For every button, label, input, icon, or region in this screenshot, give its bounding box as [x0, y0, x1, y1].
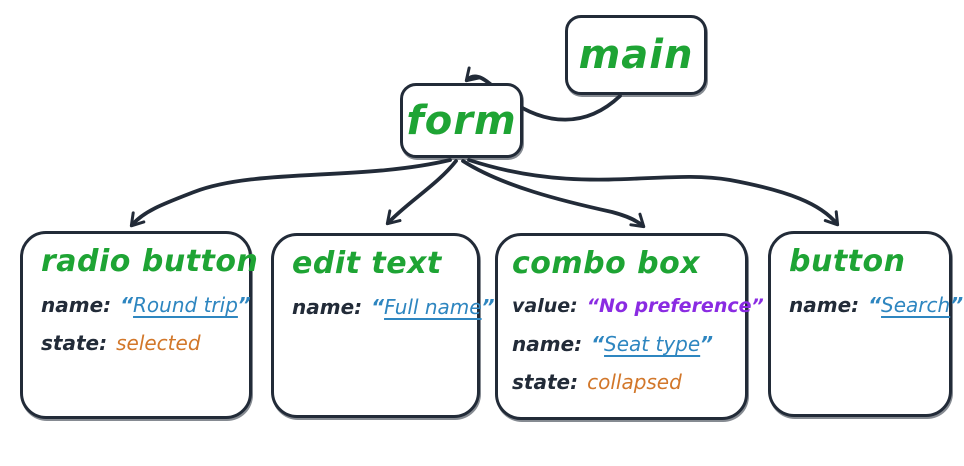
edge-form-to-edit-text	[385, 159, 458, 226]
node-button: button name: “Search”	[768, 231, 963, 417]
node-combo-box: combo box value: “No preference” name: “…	[495, 233, 764, 420]
field-name: name: “Seat type”	[512, 331, 731, 357]
field-name: name: “Full name”	[292, 294, 494, 320]
quote-mark: “	[371, 295, 385, 319]
quote-mark: ”	[751, 295, 764, 317]
field-value-text: collapsed	[587, 369, 682, 394]
field-state: state: selected	[41, 330, 235, 356]
node-title: radio button	[41, 244, 259, 279]
field-key: state:	[512, 369, 579, 394]
node-title: button	[789, 244, 906, 279]
field-value-text: “Round trip”	[120, 293, 251, 317]
edge-form-to-button	[467, 158, 840, 227]
field-name: name: “Search”	[789, 292, 963, 318]
field-value-text: “Search”	[868, 293, 964, 317]
quote-mark: “	[120, 293, 134, 317]
quote-mark: “	[868, 293, 882, 317]
field-value: value: “No preference”	[512, 294, 764, 319]
node-radio-button: radio button name: “Round trip” state: s…	[20, 231, 259, 419]
edge-form-to-combo-box	[461, 159, 646, 229]
quote-mark: “	[591, 331, 605, 356]
node-title: edit text	[292, 246, 442, 281]
field-key: name:	[512, 331, 583, 356]
field-key: value:	[512, 295, 578, 317]
quote-mark: “	[586, 295, 599, 317]
field-value-text: “Seat type”	[591, 331, 714, 356]
field-key: name:	[292, 295, 363, 319]
quote-mark: ”	[481, 295, 495, 319]
node-main: main	[565, 15, 707, 95]
node-form: form	[400, 83, 523, 158]
node-edit-text: edit text name: “Full name”	[271, 233, 494, 418]
quote-mark: ”	[237, 293, 251, 317]
field-value-text: “No preference”	[586, 295, 764, 317]
field-key: name:	[789, 293, 860, 317]
field-value-text: “Full name”	[371, 295, 495, 319]
node-title: form	[406, 97, 517, 144]
node-title: main	[578, 32, 694, 78]
field-value-text: selected	[116, 331, 201, 355]
field-key: state:	[41, 331, 108, 355]
quote-mark: ”	[700, 331, 714, 356]
edge-form-to-radio-button	[129, 158, 452, 228]
field-key: name:	[41, 293, 112, 317]
quote-mark: ”	[950, 293, 964, 317]
field-name: name: “Round trip”	[41, 292, 251, 318]
node-title: combo box	[512, 246, 701, 281]
field-state: state: collapsed	[512, 369, 731, 395]
